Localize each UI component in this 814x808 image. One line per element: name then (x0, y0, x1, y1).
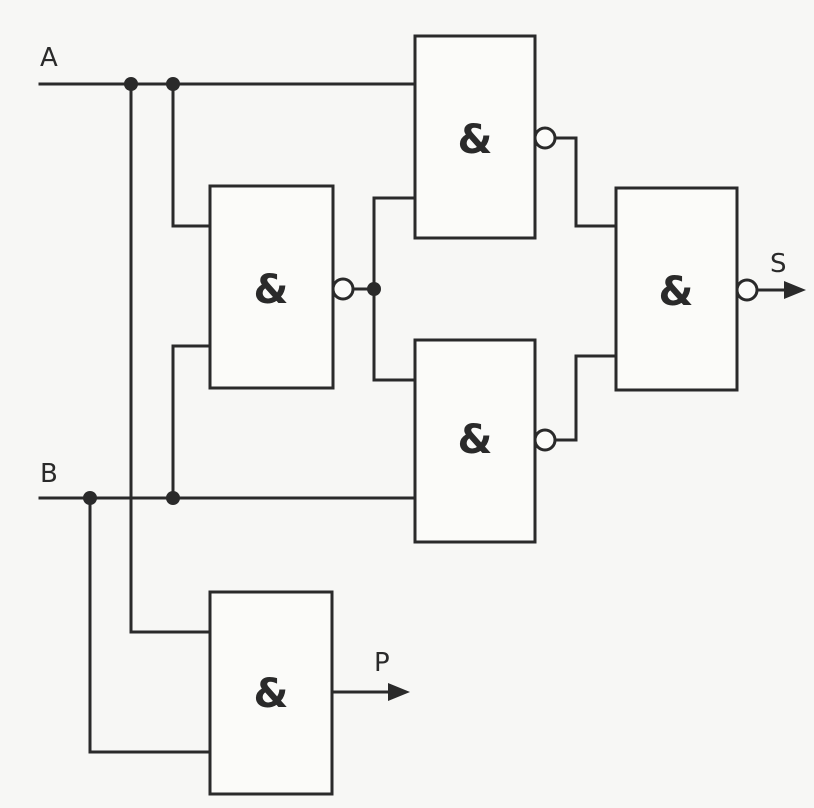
junction-a-2 (166, 77, 180, 91)
gate-nand-b-symbol: & (458, 417, 493, 463)
output-label-p: P (374, 648, 390, 678)
junction-a-1 (124, 77, 138, 91)
gate-nand-a-symbol: & (458, 117, 493, 163)
gate-and-p-symbol: & (254, 671, 289, 717)
wire-b-to-nand-ab (171, 344, 212, 500)
junction-b-1 (83, 491, 97, 505)
gate-and-p: & (208, 590, 334, 796)
input-label-a: A (40, 43, 58, 73)
gate-nand-s-symbol: & (659, 269, 694, 315)
gate-nand-a-inverter-bubble (533, 126, 557, 150)
wire-split-to-nand-b (372, 287, 417, 382)
output-s-arrow-icon (784, 281, 806, 299)
gate-nand-a: & (413, 34, 557, 240)
wire-a-to-nand-ab (171, 82, 212, 228)
wire-split-to-nand-a (372, 196, 417, 291)
gate-nand-s-inverter-bubble (735, 278, 759, 302)
wire-b-to-and-p (88, 496, 212, 754)
gate-nand-b-inverter-bubble (533, 428, 557, 452)
gate-nand-ab-symbol: & (254, 267, 289, 313)
gate-nand-ab-inverter-bubble (331, 277, 355, 301)
gate-nand-s: & (614, 186, 759, 392)
gate-nand-b: & (413, 338, 557, 544)
wire-nand-a-to-nand-s (554, 136, 618, 228)
wire-a-to-and-p (129, 82, 212, 634)
junction-b-2 (166, 491, 180, 505)
wire-nand-b-to-nand-s (554, 354, 618, 442)
junction-nand-ab-split (367, 282, 381, 296)
input-label-b: B (40, 459, 58, 489)
gate-nand-ab: & (208, 184, 355, 390)
output-p-arrow-icon (388, 683, 410, 701)
output-label-s: S (770, 249, 787, 279)
